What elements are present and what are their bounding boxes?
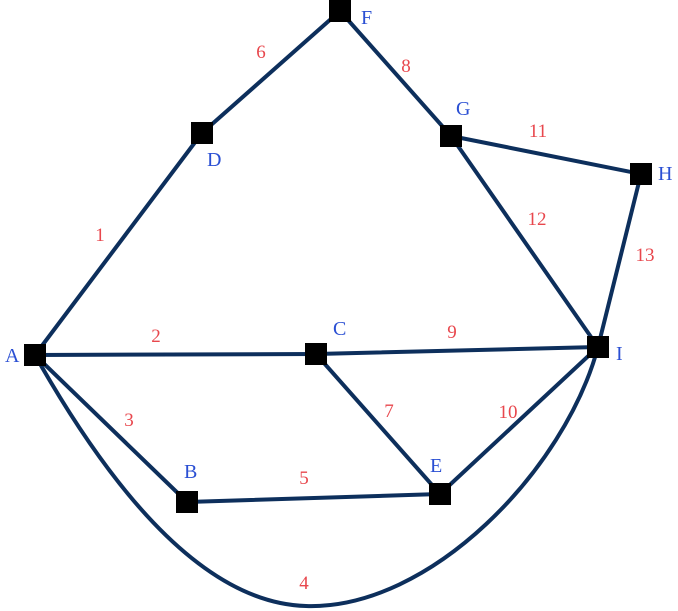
node-label-e: E	[430, 455, 442, 477]
node-g	[440, 125, 462, 147]
nodes-layer	[24, 0, 652, 513]
node-f	[329, 0, 351, 22]
edge-4	[33, 345, 600, 609]
node-d	[191, 122, 213, 144]
edge-9	[314, 345, 600, 356]
node-b	[176, 491, 198, 513]
node-label-f: F	[361, 7, 372, 29]
edge-5	[185, 492, 442, 504]
edge-labels-layer: 1 2 3 4 5 6 7 8 9 10 11 12 13	[95, 42, 654, 594]
node-c	[305, 343, 327, 365]
edge-6	[200, 9, 342, 135]
node-label-b: B	[184, 461, 197, 483]
edge-label-4: 4	[299, 573, 309, 594]
node-h	[630, 163, 652, 185]
node-label-a: A	[5, 345, 20, 367]
edge-12	[449, 134, 600, 349]
node-label-c: C	[333, 318, 346, 340]
edge-label-2: 2	[151, 326, 161, 347]
edge-label-12: 12	[528, 209, 547, 230]
node-label-d: D	[207, 149, 221, 171]
edge-label-11: 11	[529, 121, 547, 142]
node-labels-layer: A B C D E F G H I	[5, 7, 672, 483]
edge-label-1: 1	[95, 225, 105, 246]
edge-13	[596, 172, 643, 349]
edge-2	[33, 352, 318, 357]
node-label-i: I	[616, 343, 623, 365]
edge-label-7: 7	[384, 401, 394, 422]
edge-8	[338, 9, 453, 138]
edge-label-5: 5	[299, 468, 309, 489]
edge-10	[438, 345, 600, 496]
edge-label-8: 8	[401, 56, 411, 77]
edge-11	[449, 134, 643, 176]
edges-layer	[33, 9, 643, 609]
node-label-g: G	[456, 98, 470, 120]
node-e	[429, 483, 451, 505]
edge-label-3: 3	[124, 410, 134, 431]
edge-label-6: 6	[256, 42, 266, 63]
edge-label-10: 10	[499, 402, 518, 423]
edge-1	[33, 131, 204, 357]
edge-7	[314, 352, 442, 496]
node-i	[587, 336, 609, 358]
edge-3	[33, 353, 189, 504]
edge-label-9: 9	[447, 322, 457, 343]
edge-label-13: 13	[636, 245, 655, 266]
node-label-h: H	[658, 163, 672, 185]
node-a	[24, 344, 46, 366]
